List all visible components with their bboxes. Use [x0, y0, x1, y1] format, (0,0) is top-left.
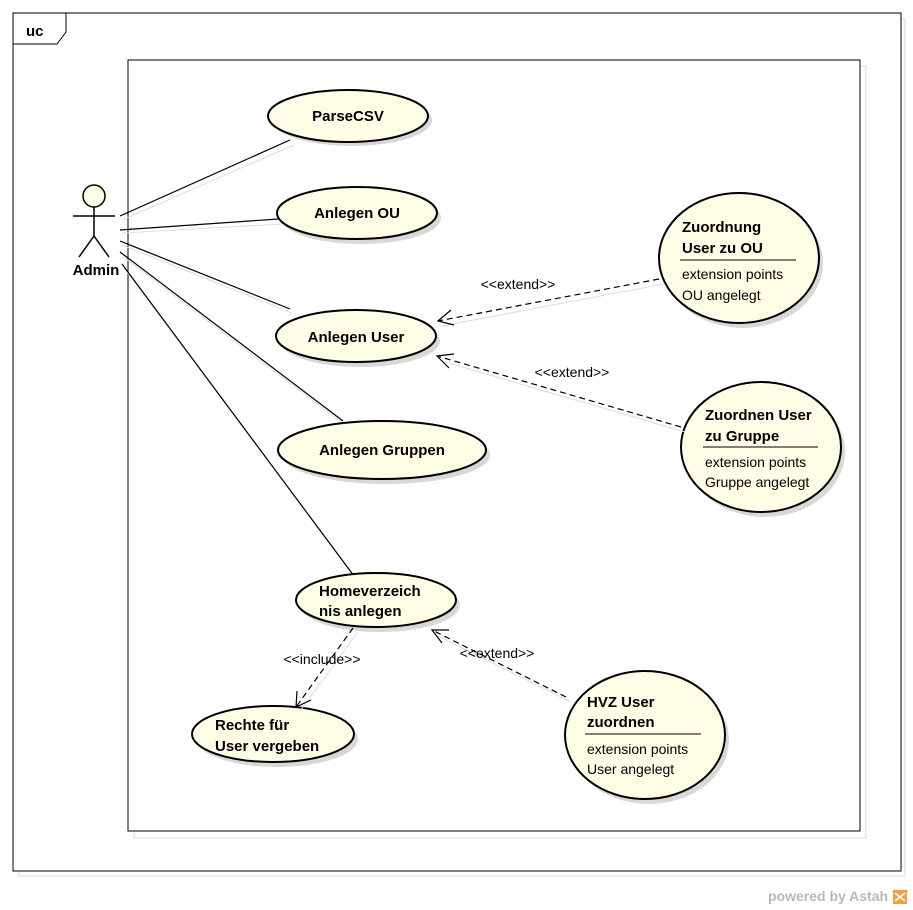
include-relation-rechte: <<include>> — [283, 627, 361, 712]
actor-name: Admin — [73, 262, 120, 279]
use-case-anlegen-user[interactable]: Anlegen User — [275, 309, 440, 367]
use-case-label-line-2: User vergeben — [215, 738, 319, 755]
extend-label: <<extend>> — [460, 645, 535, 661]
extend-relation-zuordnung-ou: <<extend>> — [436, 276, 665, 327]
use-case-anlegen-gruppen[interactable]: Anlegen Gruppen — [277, 420, 490, 484]
use-case-label: Anlegen Gruppen — [319, 442, 445, 459]
arrow-head — [436, 309, 455, 326]
actor-right-leg — [93, 235, 110, 258]
extend-relation-zuordnen-gruppe: <<extend>> — [435, 353, 686, 433]
use-case-label: Anlegen OU — [314, 205, 400, 222]
association-parsecsv — [119, 139, 291, 217]
use-case-label-line-1: HVZ User — [587, 694, 655, 711]
use-case-label: Anlegen User — [308, 329, 405, 346]
actor-head — [82, 184, 106, 208]
extend-label: <<extend>> — [481, 276, 556, 292]
use-case-parsecsv[interactable]: ParseCSV — [267, 89, 432, 146]
use-case-rechte[interactable]: Rechte für User vergeben — [191, 705, 358, 767]
use-case-label-line-2: nis anlegen — [319, 603, 402, 620]
use-case-label: ParseCSV — [312, 108, 384, 125]
use-case-label-line-2: zu Gruppe — [705, 428, 779, 445]
arrow-head — [295, 690, 312, 708]
use-case-zuordnen-gruppe[interactable]: Zuordnen User zu Gruppe extension points… — [680, 381, 845, 517]
use-case-label-line-1: Zuordnen User — [705, 407, 812, 424]
extension-points-label: extension points — [682, 266, 783, 282]
actor-admin[interactable]: Admin — [73, 184, 120, 279]
use-case-hvz-user[interactable]: HVZ User zuordnen extension points User … — [564, 670, 729, 804]
association-anlegen-user — [119, 240, 291, 310]
extension-points-label: extension points — [705, 454, 806, 470]
use-case-zuordnung-ou[interactable]: Zuordnung User zu OU extension points OU… — [658, 192, 823, 328]
actor-left-leg — [78, 235, 95, 258]
extension-points-label: extension points — [587, 741, 688, 757]
arrow-head — [435, 353, 455, 369]
frame-tag — [12, 12, 67, 45]
association-anlegen-ou — [119, 218, 279, 231]
arrow-head — [430, 629, 449, 644]
extend-label: <<extend>> — [535, 364, 610, 380]
use-case-label-line-1: Homeverzeich — [319, 583, 421, 600]
extension-point: OU angelegt — [682, 287, 761, 303]
frame-label: uc — [26, 23, 44, 40]
astah-logo-icon — [893, 890, 907, 904]
use-case-label-line-2: zuordnen — [587, 714, 655, 731]
astah-watermark: powered by Astah — [768, 888, 889, 904]
use-case-anlegen-ou[interactable]: Anlegen OU — [276, 186, 441, 244]
extension-point: Gruppe angelegt — [705, 474, 809, 490]
extension-point: User angelegt — [587, 761, 674, 777]
associations — [119, 139, 357, 580]
include-label: <<include>> — [283, 651, 360, 667]
use-case-label-line-1: Zuordnung — [682, 219, 761, 236]
association-homeverzeichnis — [121, 263, 355, 577]
extend-relation-hvz-user: <<extend>> — [430, 629, 572, 703]
use-case-label-line-1: Rechte für — [215, 717, 289, 734]
use-case-homeverzeichnis[interactable]: Homeverzeich nis anlegen — [295, 572, 460, 632]
use-case-label-line-2: User zu OU — [682, 240, 763, 257]
association-anlegen-gruppen — [119, 251, 344, 422]
